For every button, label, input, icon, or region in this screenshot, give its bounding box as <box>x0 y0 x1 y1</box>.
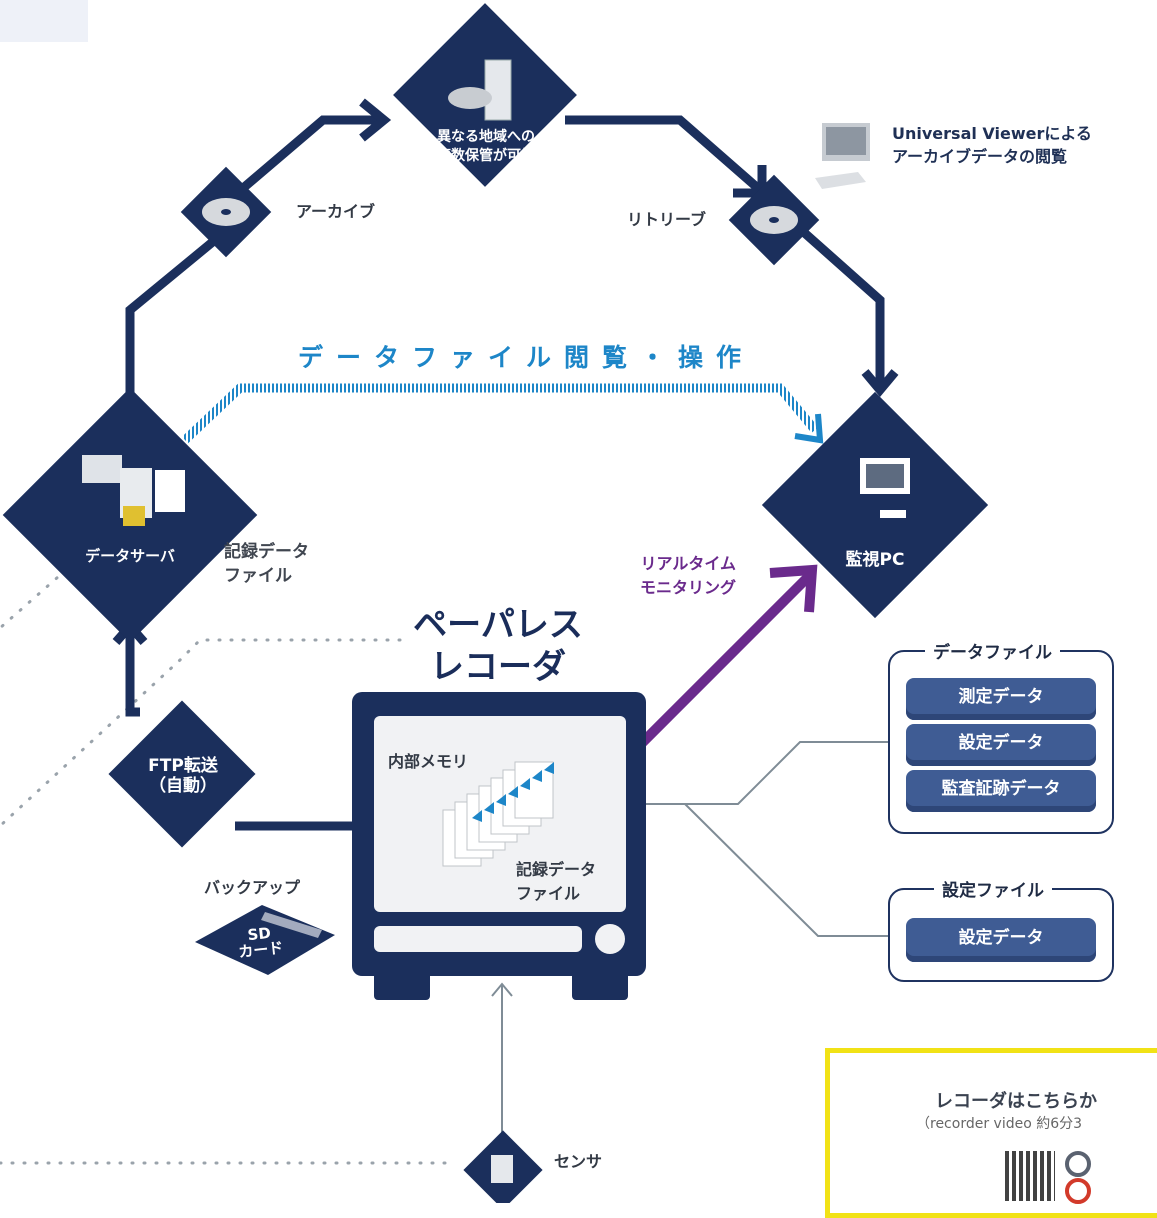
archive-label: アーカイブ <box>296 202 376 221</box>
retrieve-label: リトリーブ <box>627 210 707 229</box>
video-link-box[interactable]: レコーダはこちらか （recorder video 約6分3 <box>825 1048 1157 1218</box>
corner-panel <box>0 0 88 42</box>
datafile-browse-label: データファイル閲覧・操作 <box>298 343 755 372</box>
browse-arrow <box>181 383 824 444</box>
file-connectors <box>491 741 888 1140</box>
video-link-title: レコーダはこちらか <box>935 1091 1097 1112</box>
recorder-title: ペーパレス レコーダ <box>413 605 583 687</box>
data-file-group-title: データファイル <box>925 638 1060 663</box>
settings-file-data-pill: 設定データ <box>906 918 1096 962</box>
settings-data-pill: 設定データ <box>906 724 1096 766</box>
video-link-subtitle: （recorder video 約6分3 <box>916 1116 1083 1132</box>
dotted-guides <box>0 560 457 1165</box>
sensor-label: センサ <box>554 1152 603 1171</box>
ftp-node <box>108 700 256 848</box>
universal-viewer-label: Universal Viewerによる アーカイブデータの閲覧 <box>892 124 1092 166</box>
realtime-label: リアルタイム モニタリング <box>640 554 737 597</box>
viewer-monitor-icon <box>815 123 870 189</box>
record-file-stack <box>442 761 554 867</box>
data-server-label: データサーバ <box>85 547 175 565</box>
measurement-data-pill: 測定データ <box>906 678 1096 720</box>
monitor-pc-label: 監視PC <box>845 550 905 570</box>
sd-card-icon <box>195 905 335 975</box>
backup-label: バックアップ <box>204 878 301 897</box>
archive-flow-path <box>125 115 885 831</box>
retrieve-disc-node <box>728 174 820 266</box>
storage-node <box>393 3 577 187</box>
record-file-recorder-label: 記録データ ファイル <box>516 860 597 903</box>
storage-node-label: 異なる地域への 複数保管が可能 <box>437 129 535 164</box>
realtime-arrow <box>621 564 818 764</box>
ftp-label: FTP転送 （自動） <box>148 756 218 796</box>
archive-disc-node <box>180 166 272 258</box>
record-file-server-label: 記録データ ファイル <box>224 542 309 586</box>
monitor-pc-node <box>761 391 989 619</box>
settings-file-group-title: 設定ファイル <box>934 876 1052 901</box>
internal-memory-label: 内部メモリ <box>388 752 469 771</box>
qr-code-icon <box>1005 1151 1055 1201</box>
audit-trail-data-pill: 監査証跡データ <box>906 770 1096 812</box>
sensor-node <box>463 1130 543 1203</box>
data-server-node <box>2 387 258 643</box>
video-logo-icon <box>1065 1151 1091 1177</box>
video-logo-icon-2 <box>1065 1178 1091 1204</box>
